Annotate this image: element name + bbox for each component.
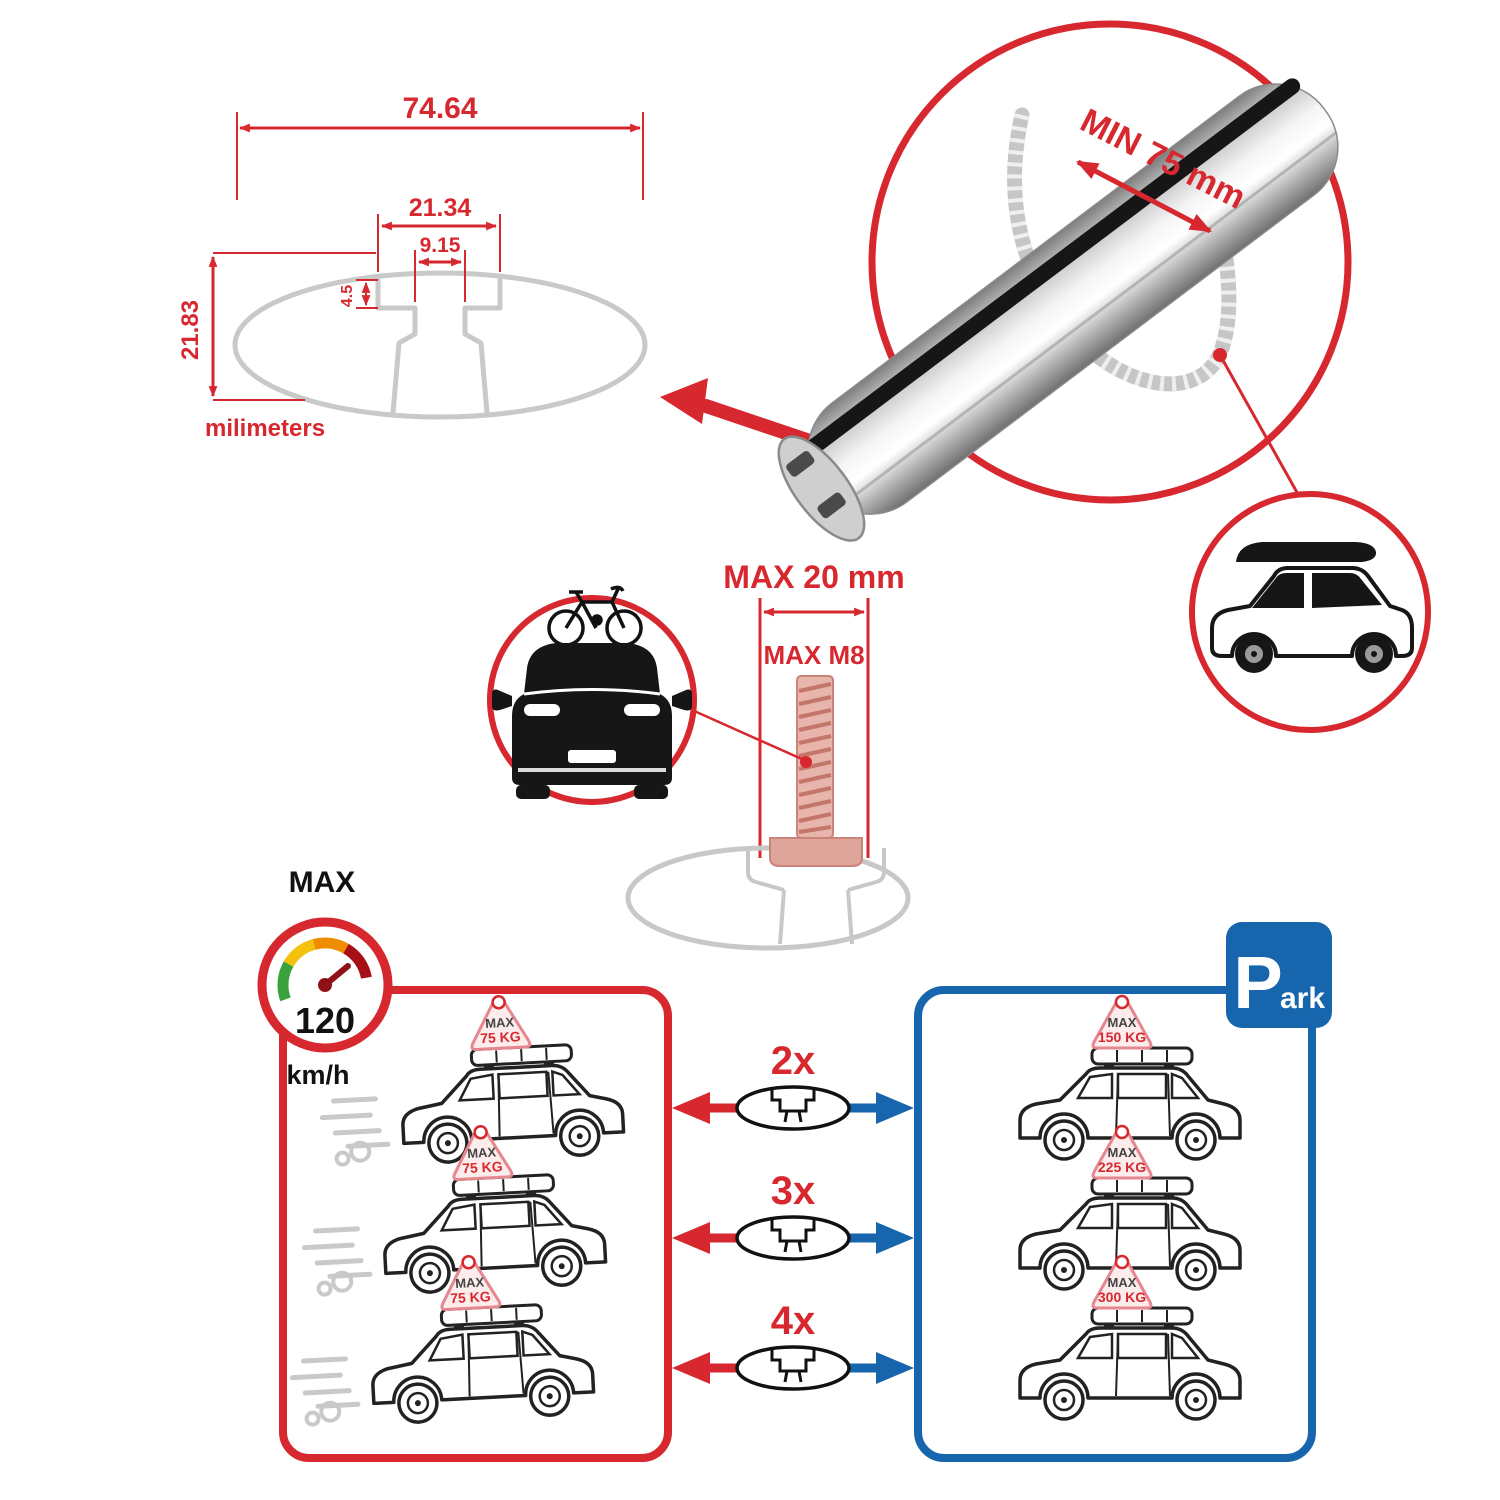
motion-lines — [319, 1096, 391, 1167]
speed-value: 120 — [295, 1000, 355, 1041]
tag-max-label: MAX — [485, 1014, 515, 1031]
parking-sign-suffix: ark — [1280, 982, 1325, 1015]
dim-slot-width: 9.15 — [420, 234, 461, 257]
dimension-lines — [208, 112, 644, 401]
tag-max-label: MAX — [455, 1274, 485, 1291]
quantity-row-4x: 4x — [672, 1299, 914, 1391]
quantity-row-3x: 3x — [672, 1169, 914, 1261]
quantity-label: 3x — [771, 1169, 816, 1213]
bar-profile-outline — [232, 270, 648, 420]
connector-to-suv-circle — [1218, 354, 1310, 513]
speedometer-hub — [318, 978, 332, 992]
profile-outline-faded — [625, 845, 911, 951]
bike-car-circle — [487, 585, 697, 805]
blue-arrow-head — [876, 1352, 914, 1384]
dim-slot-depth: 4.5 — [339, 285, 356, 307]
dim-overall-width: 74.64 — [402, 92, 477, 125]
speed-unit: km/h — [286, 1060, 349, 1090]
load-tag: MAX 75 KG — [467, 993, 532, 1052]
tag-load-value: 75 KG — [462, 1158, 503, 1176]
tag-max-label: MAX — [467, 1144, 497, 1161]
profile-channel-right — [847, 848, 886, 892]
units-label: milimeters — [205, 415, 325, 442]
tag-load-value: 75 KG — [480, 1028, 521, 1046]
speedometer-gauge-arc — [277, 937, 372, 1002]
t-bolt-illustration — [769, 675, 863, 867]
motion-lines — [301, 1226, 373, 1297]
load-tag: MAX 225 KG — [1091, 1124, 1153, 1180]
car-front-illustration — [492, 643, 692, 799]
max-head-width-label: MAX 20 mm — [723, 559, 904, 595]
parking-sign: P ark — [1226, 922, 1332, 1028]
motion-lines — [289, 1356, 361, 1427]
bolt-spec-diagram: MAX 20 mm MAX M8 — [625, 559, 911, 951]
t-slot-glyph — [770, 1089, 816, 1123]
speedometer: MAX 120 km/h — [257, 866, 393, 1090]
red-arrow-head — [672, 1092, 710, 1124]
tag-max-label: MAX — [1108, 1145, 1137, 1160]
t-slot-glyph — [770, 1219, 816, 1253]
t-slot-glyph — [770, 1349, 816, 1383]
red-arrow-head — [672, 1222, 710, 1254]
bolt-dimension-lines — [758, 598, 870, 858]
driving-car-1: MAX 75 KG — [319, 993, 627, 1167]
tag-load-value: 150 KG — [1098, 1029, 1146, 1045]
suv-illustration — [1210, 542, 1414, 673]
bar-profile-icon — [735, 1215, 851, 1261]
tag-max-label: MAX — [1108, 1015, 1137, 1030]
tag-max-label: MAX — [1108, 1275, 1137, 1290]
bar-profile-icon — [735, 1345, 851, 1391]
profile-channel-left — [746, 850, 785, 892]
t-slot-right-wall — [462, 276, 503, 414]
parked-car-1: MAX 150 KG — [1018, 994, 1242, 1161]
profile-stem — [778, 889, 854, 945]
roof-box-icon — [1236, 542, 1377, 562]
dim-overall-height: 21.83 — [177, 300, 204, 360]
cross-section-diagram: 74.64 21.34 9.15 21.83 4.5 milimeters — [177, 92, 648, 442]
quantity-label: 2x — [771, 1039, 816, 1083]
quantity-label: 4x — [771, 1299, 816, 1343]
quantity-row-2x: 2x — [672, 1039, 914, 1131]
load-tag: MAX 75 KG — [437, 1253, 502, 1312]
t-slot-left-wall — [375, 276, 418, 414]
parking-sign-letter: P — [1233, 941, 1282, 1024]
parked-car-2: MAX 225 KG — [1018, 1124, 1242, 1291]
tag-load-value: 75 KG — [450, 1288, 491, 1306]
load-tag: MAX 75 KG — [449, 1123, 514, 1182]
driving-car-2: MAX 75 KG — [301, 1123, 609, 1297]
clamp-strap — [1007, 107, 1237, 392]
load-tag: MAX 150 KG — [1091, 994, 1153, 1050]
connector-to-bolt — [691, 708, 805, 762]
max-thread-label: MAX M8 — [763, 640, 864, 670]
speedometer-title: MAX — [289, 866, 356, 899]
tag-load-value: 225 KG — [1098, 1159, 1146, 1175]
blue-arrow-head — [876, 1092, 914, 1124]
bar-profile-icon — [735, 1085, 851, 1131]
crossbar-detail-circle: MIN 75 mm — [777, 20, 1352, 542]
tag-load-value: 300 KG — [1098, 1289, 1146, 1305]
min-span-arrow — [1076, 159, 1212, 234]
red-arrow-head — [672, 1352, 710, 1384]
blue-arrow-head — [876, 1222, 914, 1254]
dim-channel-width: 21.34 — [409, 194, 472, 222]
driving-car-3: MAX 75 KG — [289, 1253, 597, 1427]
parked-car-3: MAX 300 KG — [1018, 1254, 1242, 1421]
load-tag: MAX 300 KG — [1091, 1254, 1153, 1310]
bolt-point-marker — [800, 756, 812, 768]
roofbox-car-circle — [1189, 491, 1431, 733]
